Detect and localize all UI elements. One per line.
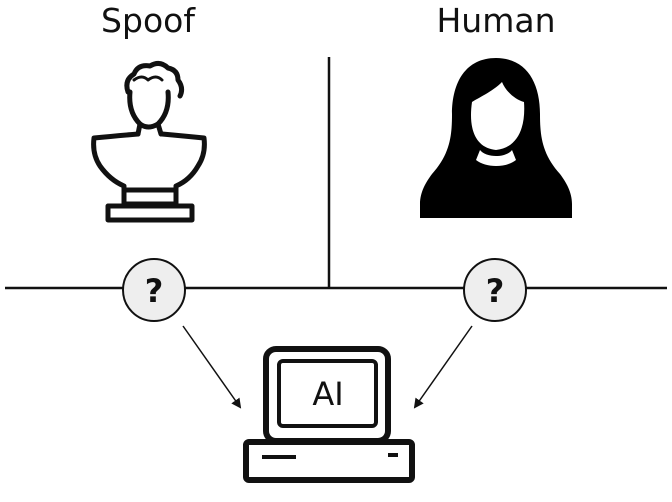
right-arrow — [413, 325, 473, 409]
person-silhouette-icon — [420, 58, 572, 218]
human-label: Human — [436, 1, 555, 40]
screen-text: AI — [312, 375, 343, 413]
right-question-node: ? — [463, 258, 527, 322]
left-arrow — [182, 325, 242, 409]
question-mark-icon: ? — [145, 272, 164, 310]
question-mark-icon: ? — [486, 272, 505, 310]
spoof-label: Spoof — [101, 1, 196, 40]
monitor-screen — [277, 359, 378, 428]
bust-statue-icon — [91, 60, 207, 223]
computer-base — [243, 439, 415, 483]
computer-terminal-icon — [243, 346, 415, 483]
question-circle — [463, 258, 527, 322]
question-circle — [122, 258, 186, 322]
left-question-node: ? — [122, 258, 186, 322]
